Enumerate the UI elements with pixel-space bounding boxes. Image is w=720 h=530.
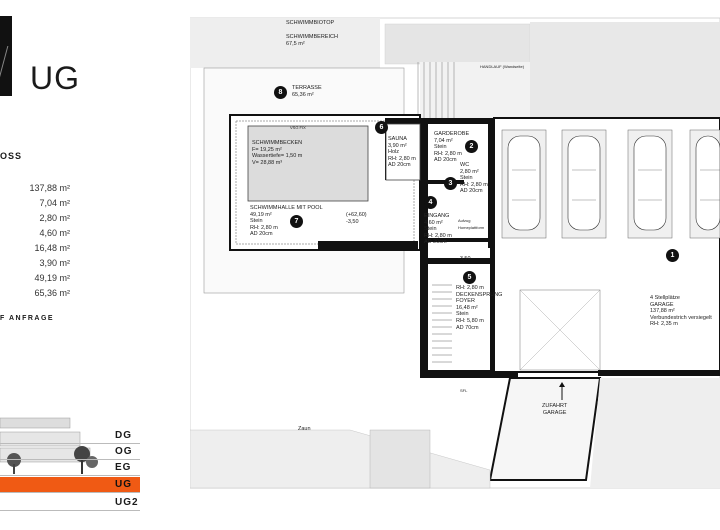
- area-value: 49,19 m²: [34, 273, 70, 283]
- floor-title: UG: [30, 60, 80, 96]
- label-zufahrt: ZUFAHRT GARAGE: [542, 403, 568, 416]
- level-ug[interactable]: UG: [0, 477, 140, 493]
- area-value: 2,80 m²: [39, 213, 70, 223]
- label-schwimmbecken: SCHWIMMBECKEN F= 19,25 m² Wassertiefe= 1…: [252, 140, 303, 166]
- price-on-request: F ANFRAGE: [0, 315, 55, 322]
- area-value: 65,36 m²: [34, 288, 70, 298]
- floor-plan-drawing: [190, 17, 720, 489]
- room-number-badge: 4: [424, 196, 437, 209]
- label-terrasse: TERRASSE 65,36 m²: [292, 85, 322, 98]
- room-number-badge: 8: [274, 86, 287, 99]
- label-schwimmbereich: SCHWIMMBEREICH 67,5 m²: [286, 34, 338, 47]
- label-level-plus: (+62,60) -3,50: [346, 212, 367, 225]
- label-vsg-fix: VSG FIX: [290, 125, 306, 130]
- level-eg[interactable]: EG: [0, 460, 140, 476]
- label-aufzug: Aufzug Homeplattform: [458, 218, 485, 230]
- area-value: 4,60 m²: [39, 228, 70, 238]
- info-panel: UG OSS 137,88 m² 7,04 m² 2,80 m² 4,60 m²…: [0, 0, 190, 530]
- label-schwimmbiotop: SCHWIMMBIOTOP: [286, 20, 335, 26]
- label-level-minus: -3,50: [458, 256, 471, 262]
- level-dg[interactable]: DG: [0, 428, 140, 444]
- level-og[interactable]: OG: [0, 444, 140, 460]
- label-handlauf: HANDLAUF (Wandseite): [480, 64, 525, 69]
- room-number-badge: 2: [465, 140, 478, 153]
- area-table-heading: OSS: [0, 151, 23, 161]
- label-sauna: SAUNA 3,90 m² Holz RH: 2,80 m AD 20cm: [388, 136, 416, 169]
- area-value: 16,48 m²: [34, 243, 70, 253]
- label-zaun: Zaun: [298, 426, 311, 432]
- area-value: 7,04 m²: [39, 198, 70, 208]
- label-schwimmhalle: SCHWIMMHALLE MIT POOL 49,19 m² Stein RH:…: [250, 205, 323, 238]
- area-value: 3,90 m²: [39, 258, 70, 268]
- label-wc: WC 2,80 m² Stein RH: 2,80 m AD 20cm: [460, 162, 488, 195]
- room-number-badge: 6: [375, 121, 388, 134]
- building-section-thumbnail: [0, 417, 110, 490]
- level-ug2[interactable]: UG2: [0, 495, 140, 511]
- label-foyer: RH: 2,80 m DECKENSPRUNG FOYER 16,48 m² S…: [456, 285, 503, 331]
- label-eingang: EINGANG 4,60 m² Stein RH: 2,80 m AD 20cm: [424, 213, 452, 246]
- label-sfl: SFL: [460, 388, 468, 393]
- floor-plan: SCHWIMMBIOTOP SCHWIMMBEREICH 67,5 m² HAN…: [190, 0, 720, 530]
- brand-logo: [0, 16, 16, 96]
- room-number-badge: 5: [463, 271, 476, 284]
- room-number-badge: 1: [666, 249, 679, 262]
- label-garage: 4 Stellplätze GARAGE 137,88 m² Verbundes…: [650, 295, 712, 328]
- area-value: 137,88 m²: [29, 183, 70, 193]
- room-number-badge: 7: [290, 215, 303, 228]
- room-number-badge: 3: [444, 177, 457, 190]
- label-garderobe: GARDEROBE 7,04 m² Stein RH: 2,80 m AD 20…: [434, 131, 470, 164]
